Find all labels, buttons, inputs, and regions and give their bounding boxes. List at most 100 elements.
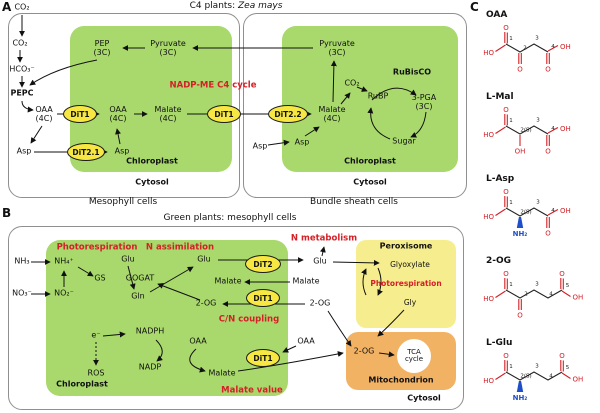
oh-group: OH — [573, 376, 584, 384]
pyruvate-bs: Pyruvate(3C) — [319, 39, 355, 57]
co2-bs: CO₂ — [344, 78, 360, 88]
electron-label: e⁻ — [91, 330, 101, 340]
pyruvate-m: Pyruvate(3C) — [150, 39, 186, 57]
bs-cytosol-label: Cytosol — [353, 177, 387, 187]
svg-text:1: 1 — [509, 118, 513, 124]
svg-text:1: 1 — [509, 364, 513, 370]
mitochondrion-label: Mitochondrion — [368, 375, 434, 385]
svg-text:1: 1 — [509, 282, 513, 288]
oh-group: OH — [573, 294, 584, 302]
arrow-og-to-tca — [378, 351, 395, 358]
bs-chloroplast-label: Chloroplast — [344, 156, 396, 166]
asp-stroma-m: Asp — [114, 146, 130, 156]
malate-value-heading: Malate value — [221, 385, 283, 396]
arrow-pepc-to-oaa — [21, 100, 34, 113]
svg-text:4: 4 — [549, 374, 553, 380]
svg-text:3: 3 — [536, 118, 540, 124]
svg-text:2(S): 2(S) — [520, 210, 531, 216]
carbonyl-o: O — [503, 106, 509, 114]
arrow-gln-to-glu — [149, 266, 194, 293]
svg-text:2(S): 2(S) — [520, 374, 531, 380]
panel-b-label: B — [2, 206, 12, 220]
arrow-nadph-to-nadp — [155, 339, 163, 362]
bonds — [495, 32, 559, 64]
malate-stroma: Malate — [214, 276, 242, 286]
oaa-cytosol-m: OAA(4C) — [35, 105, 53, 123]
svg-text:2: 2 — [524, 292, 528, 298]
svg-text:1: 1 — [509, 36, 513, 42]
arrow-gly-to-mitochondrion — [377, 309, 405, 337]
structure-lmal: HO O OH O OH 1 2(S) 3 4 — [483, 106, 571, 156]
oh-group: OH — [560, 125, 571, 133]
svg-text:3: 3 — [536, 200, 540, 206]
glu-stroma-1: Glu — [121, 254, 135, 264]
arrow-pga-to-sugar — [410, 111, 427, 138]
mesophyll-cytosol-label: Cytosol — [135, 177, 169, 187]
svg-text:2: 2 — [523, 46, 527, 52]
panel-a-title: C4 plants: Zea mays — [189, 1, 283, 12]
pep-label: PEP(3C) — [93, 39, 111, 57]
sugar-label: Sugar — [392, 136, 416, 146]
n-metabolism-heading: N metabolism — [290, 233, 358, 244]
arrow-glyoxylate-to-gly — [377, 267, 383, 296]
ros-label: ROS — [87, 368, 105, 378]
no3-label: NO₃⁻ — [12, 288, 32, 298]
malate-m: Malate(4C) — [154, 105, 182, 123]
compound-name-lmal: L-Mal — [486, 92, 514, 102]
svg-text:5: 5 — [566, 283, 570, 289]
co2-atmospheric: CO₂ — [14, 2, 30, 12]
malate-bs: Malate(4C) — [318, 105, 346, 123]
glu-cytosol: Glu — [313, 256, 327, 266]
chloroplast-b-label: Chloroplast — [56, 379, 108, 389]
n-assimilation-heading: N assimilation — [145, 242, 215, 253]
arrow-malate-to-pyruvate — [330, 60, 337, 103]
no2-label: NO₂⁻ — [54, 288, 74, 298]
arrow-gly-cycle-return — [361, 268, 367, 296]
carboxyl-o: O — [545, 148, 551, 156]
bonds — [495, 278, 571, 310]
mesophyll-chloroplast-label: Chloroplast — [126, 156, 178, 166]
asp-cytosol-bs: Asp — [252, 141, 268, 151]
bonds — [495, 114, 559, 146]
mesophyll-cells-label: Mesophyll cells — [88, 197, 158, 208]
svg-text:4: 4 — [551, 44, 555, 50]
dit22-transporter: DiT2.2 — [268, 105, 308, 123]
arrow-pep-export — [29, 59, 98, 86]
svg-text:2(S): 2(S) — [520, 128, 531, 134]
asp-cytosol-m: Asp — [16, 146, 32, 156]
arrow-electron-to-nadph — [102, 331, 126, 338]
structure-lasp: HO O NH₂ O OH 1 2(S) 3 4 — [483, 188, 571, 238]
structure-2og: HO O O O OH 1 2 3 4 5 — [483, 270, 584, 320]
ho-group: HO — [483, 213, 494, 221]
malate-stroma-2: Malate — [208, 368, 236, 378]
arrow-oaa-import-b — [282, 345, 297, 353]
nadp-label: NADP — [138, 362, 162, 372]
stereo-wedge — [516, 217, 524, 228]
gogat-enzyme: GOGAT — [125, 273, 155, 283]
arrow-og-to-mitochondrion — [327, 310, 352, 347]
ho-group: HO — [483, 49, 494, 57]
bundle-sheath-chloroplast — [282, 26, 458, 172]
svg-text:4: 4 — [551, 208, 555, 214]
arrow-glu-to-peroxisome — [332, 259, 380, 266]
svg-text:3: 3 — [535, 282, 539, 288]
asp-stroma-bs: Asp — [294, 137, 310, 147]
svg-text:4: 4 — [551, 126, 555, 132]
panel-b-title: Green plants: mesophyll cells — [163, 213, 297, 224]
svg-text:3: 3 — [535, 364, 539, 370]
arrow-asp-to-malate — [304, 126, 320, 137]
panel-a-label: A — [2, 0, 12, 14]
og-cytosol: 2-OG — [309, 298, 331, 308]
photorespiration-heading: Photorespiration — [56, 242, 138, 253]
carboxyl-o: O — [559, 352, 565, 360]
hco3-label: HCO₃⁻ — [9, 64, 35, 74]
peroxisome-box — [356, 240, 456, 328]
glyoxylate-label: Glyoxylate — [390, 259, 430, 269]
carbonyl-o: O — [503, 188, 509, 196]
cytosol-b-label: Cytosol — [407, 393, 441, 403]
tca-cycle-circle: TCA cycle — [397, 339, 431, 373]
arrow-glu-to-n-metabolism — [319, 246, 326, 257]
dit1-transporter-outer: DiT1 — [63, 105, 97, 123]
structure-lglu: HO O NH₂ O OH 1 2(S) 3 4 5 — [483, 352, 584, 402]
